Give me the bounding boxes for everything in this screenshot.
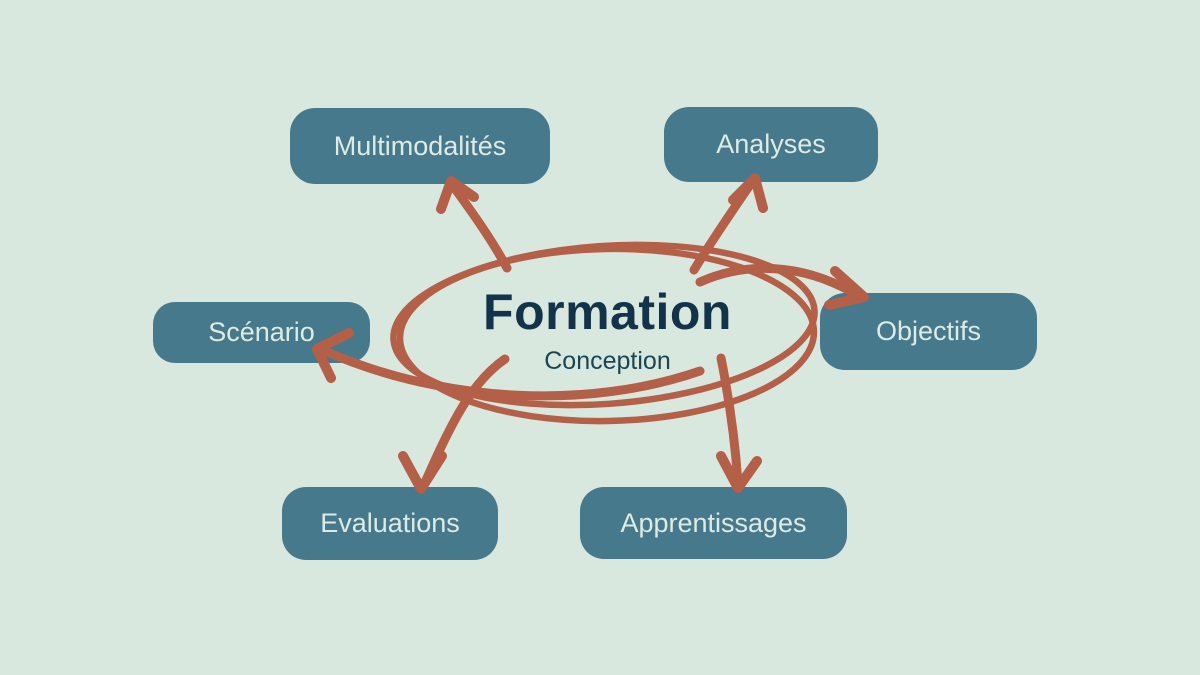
node-apprentissages: Apprentissages — [580, 487, 847, 559]
node-evaluations: Evaluations — [282, 487, 498, 560]
node-multimodalites: Multimodalités — [290, 108, 550, 184]
center-topic-title: Formation — [483, 284, 732, 340]
node-apprentissages-label: Apprentissages — [620, 507, 807, 538]
center-topic-subtitle: Conception — [544, 347, 671, 375]
center-topic: Formation Conception — [380, 284, 835, 376]
center-ellipse-inner-stroke — [396, 245, 818, 425]
node-analyses: Analyses — [664, 107, 878, 182]
node-objectifs: Objectifs — [820, 293, 1037, 370]
node-analyses-label: Analyses — [716, 129, 826, 159]
node-scenario: Scénario — [153, 302, 370, 363]
node-scenario-label: Scénario — [208, 317, 315, 347]
node-objectifs-label: Objectifs — [875, 316, 982, 346]
node-evaluations-label: Evaluations — [320, 508, 460, 538]
node-multimodalites-label: Multimodalités — [333, 130, 507, 161]
